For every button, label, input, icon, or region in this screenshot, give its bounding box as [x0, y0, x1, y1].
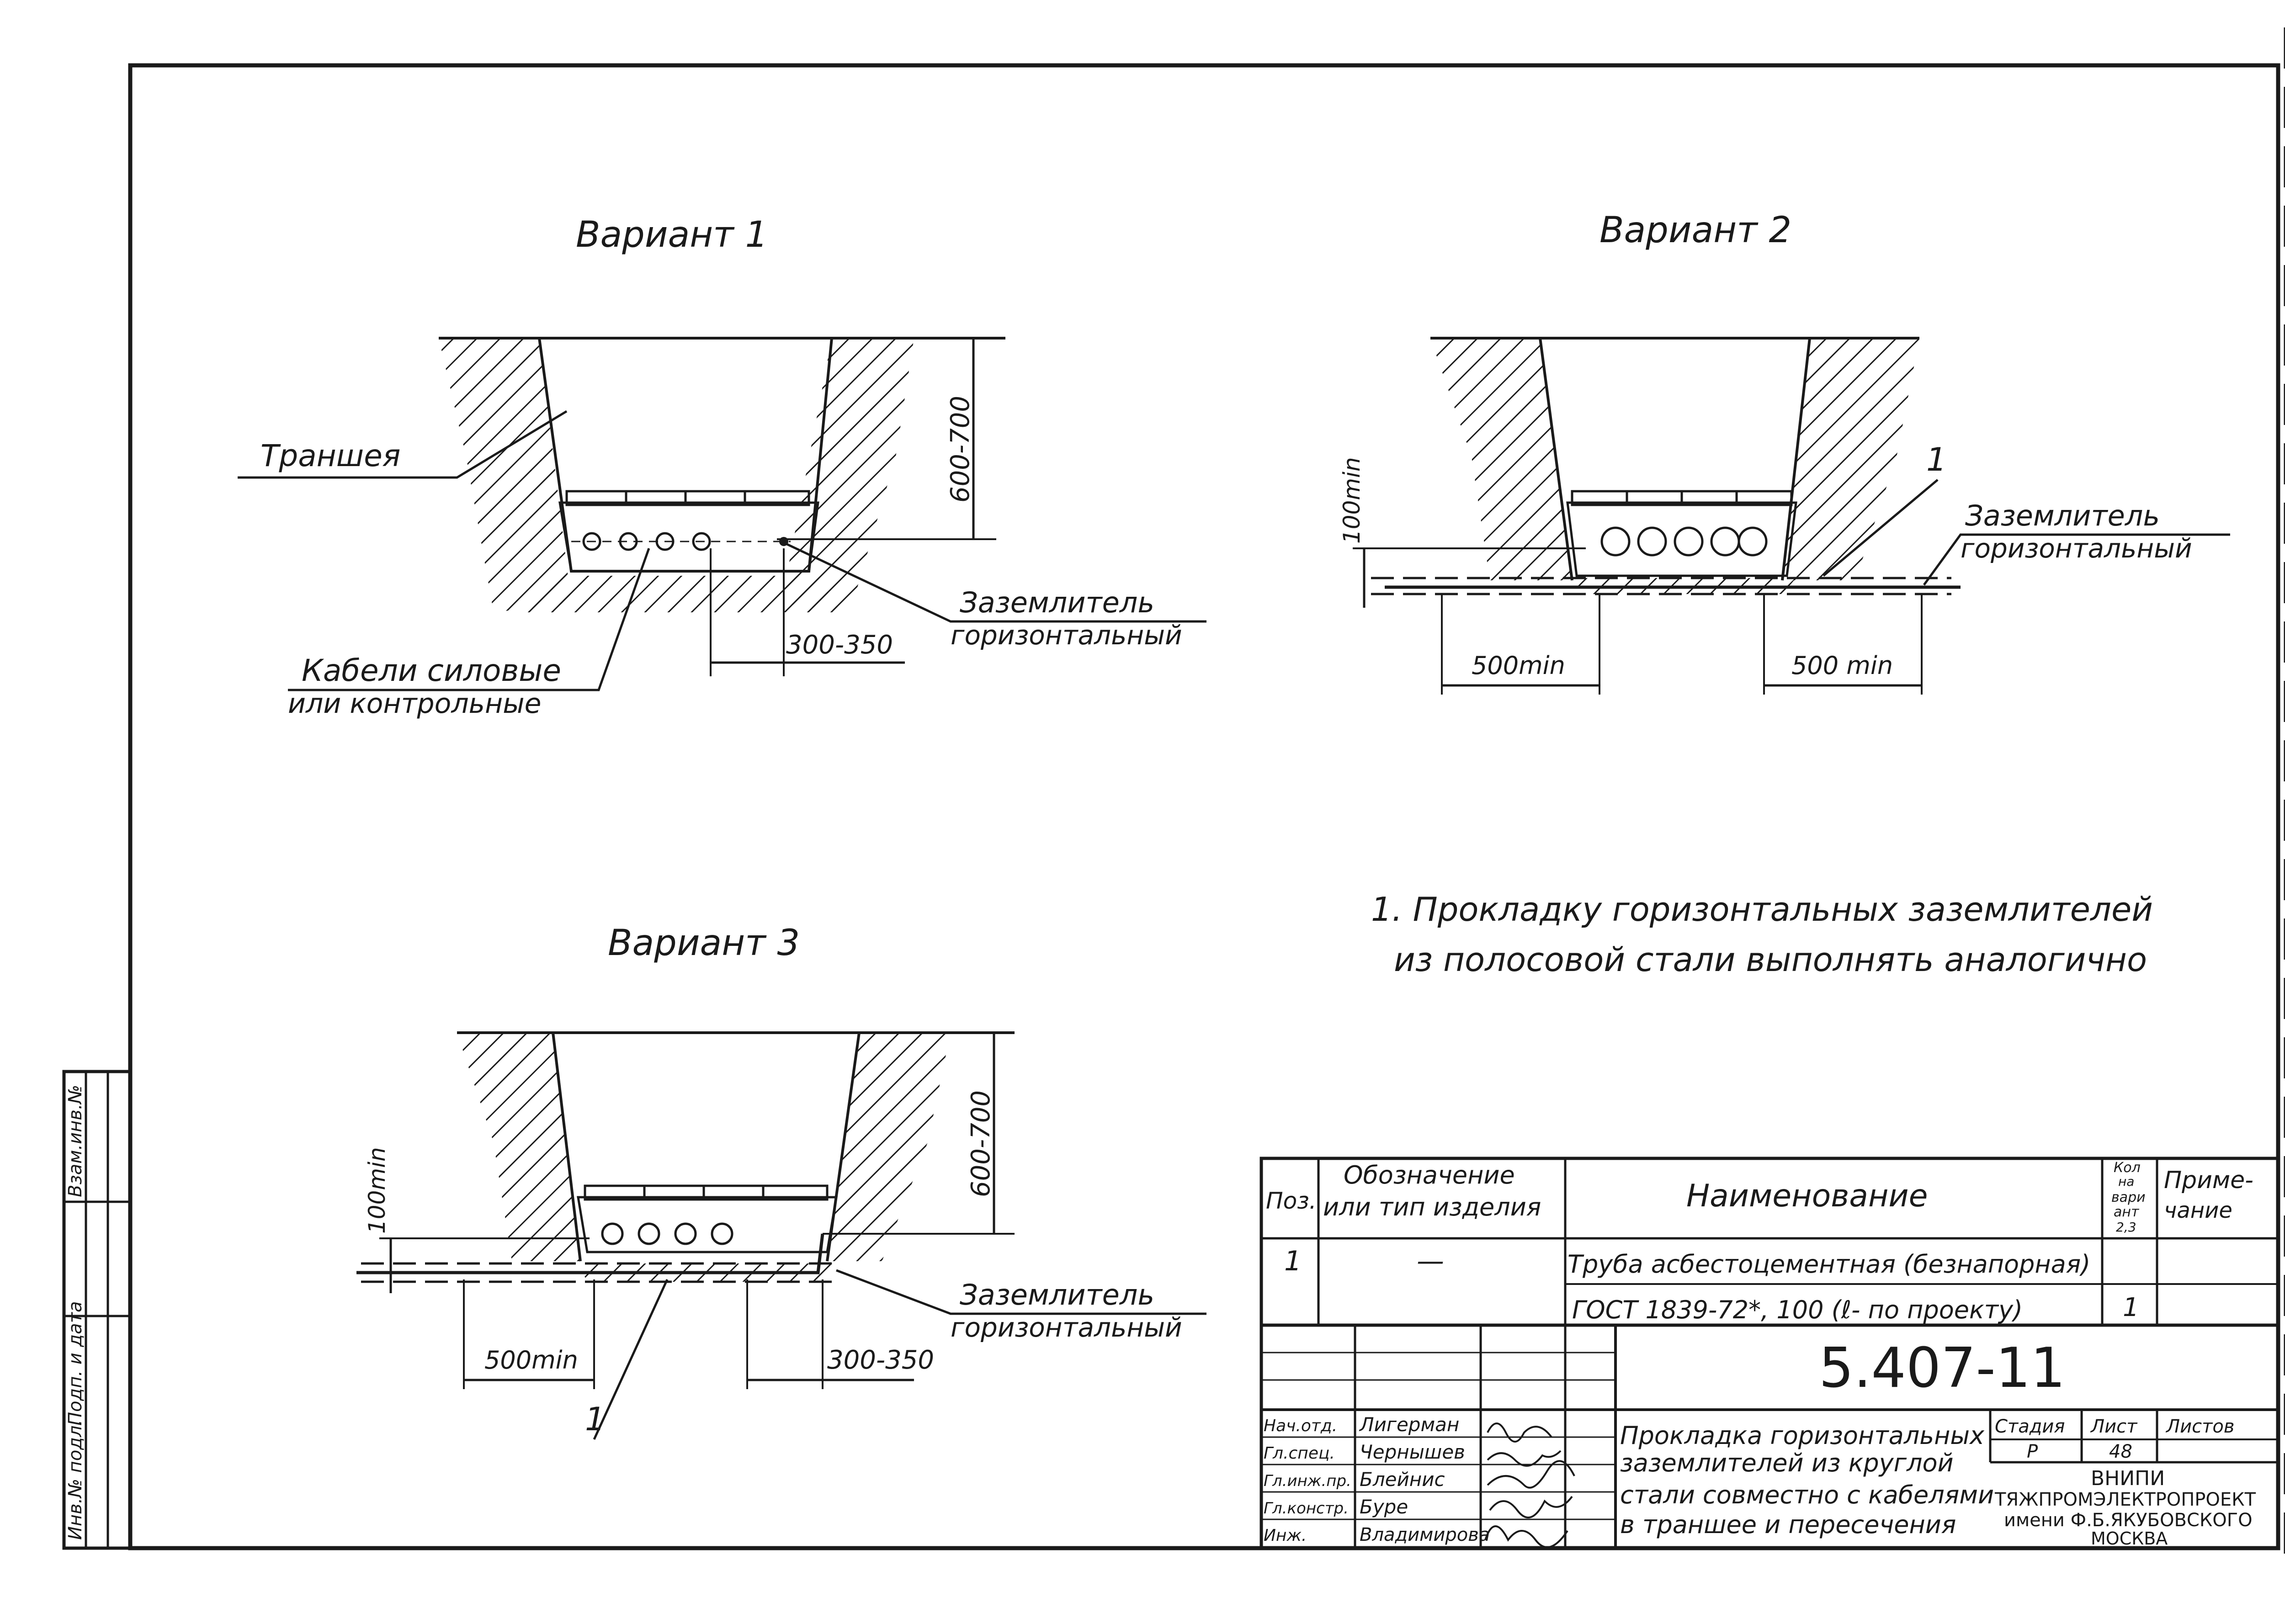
doc-title-4: в траншее и пересечения	[1620, 1510, 1956, 1539]
signature-name: Буре	[1360, 1496, 1408, 1518]
spec-header-designation-2: или тип изделия	[1323, 1193, 1541, 1221]
variant-3-diagram: Вариант 3 1 Заземлитель горизонтальный 6…	[356, 923, 1206, 1440]
org-line-1: ВНИПИ	[2091, 1467, 2165, 1490]
spec-row-2-name: ГОСТ 1839-72*, 100 (ℓ- по проекту)	[1572, 1295, 2023, 1324]
sheets-label: Листов	[2165, 1416, 2234, 1437]
doc-title-3: стали совместно с кабелями	[1620, 1481, 1994, 1509]
signature-row: Нач.отд. Лигерман	[1264, 1413, 1459, 1436]
variant-2-right-dim: 500 min	[1791, 651, 1893, 680]
spec-header-qty-5: 2,3	[2116, 1220, 2136, 1235]
variant-3-left-dim: 500min	[484, 1346, 578, 1375]
spec-table: Поз. Обозначение или тип изделия Наимено…	[1259, 1157, 2280, 1327]
spec-row-2-qty: 1	[2123, 1293, 2139, 1322]
note-line-1: 1. Прокладку горизонтальных заземлителей	[1371, 890, 2153, 929]
variant-1-offset-dim: 300-350	[786, 630, 893, 660]
org-line-2: ТЯЖПРОМЭЛЕКТРОПРОЕКТ	[1994, 1489, 2256, 1510]
spec-header-note-2: чание	[2164, 1198, 2232, 1223]
sheet-frame	[128, 63, 2280, 1550]
signature-role: Гл.спец.	[1264, 1444, 1335, 1463]
variant-1-cables-label-2: или контрольные	[288, 688, 542, 720]
signature-name: Лигерман	[1359, 1413, 1459, 1436]
spec-header-qty-4: ант	[2114, 1204, 2140, 1220]
spec-header-pos: Поз.	[1266, 1188, 1317, 1214]
side-stamp-inv: Инв.№ подл.	[65, 1420, 86, 1540]
doc-title-1: Прокладка горизонтальных	[1620, 1421, 1985, 1450]
variant-3-vertical-dim: 100min	[364, 1147, 390, 1234]
signature-row: Гл.констр. Буре	[1264, 1496, 1408, 1518]
spec-header-qty-1: Кол	[2114, 1160, 2141, 1176]
variant-2-diagram: Вариант 2 1 Заземлитель горизонтальный 1…	[1339, 210, 2230, 695]
general-note: 1. Прокладку горизонтальных заземлителей…	[1371, 890, 2153, 979]
variant-3-electrode-label-2: горизонтальный	[951, 1312, 1182, 1343]
variant-2-title: Вариант 2	[1600, 210, 1791, 251]
side-stamp-replace: Взам.инв.№	[65, 1085, 86, 1197]
spec-header-qty-3: вари	[2111, 1189, 2146, 1205]
signature-role: Нач.отд.	[1264, 1417, 1337, 1435]
spec-row-1-name: Труба асбестоцементная (безнапорная)	[1568, 1250, 2090, 1279]
variant-1-trench-label: Траншея	[260, 438, 401, 473]
spec-header-note-1: Приме-	[2164, 1167, 2253, 1194]
org-line-4: МОСКВА	[2091, 1528, 2168, 1549]
stage-label: Стадия	[1995, 1416, 2065, 1437]
variant-2-electrode-label-1: Заземлитель	[1965, 499, 2160, 532]
signature-role: Инж.	[1264, 1526, 1307, 1545]
table-row: ГОСТ 1839-72*, 100 (ℓ- по проекту) 1	[1572, 1293, 2139, 1324]
title-block: 5.407-11 Прокладка горизонтальных заземл…	[1259, 1323, 2280, 1550]
signature-row: Гл.инж.пр. Блейнис	[1264, 1468, 1445, 1491]
signature-row: Инж. Владимирова	[1264, 1524, 1490, 1545]
side-stamp: Инв.№ подл. Подп. и дата Взам.инв.№	[62, 1070, 132, 1550]
org-line-3: имени Ф.Б.ЯКУБОВСКОГО	[2004, 1510, 2253, 1531]
variant-3-offset-dim: 300-350	[827, 1345, 934, 1375]
signature-role: Гл.инж.пр.	[1264, 1472, 1351, 1490]
variant-3-pos-label: 1	[585, 1401, 606, 1438]
signature-role: Гл.констр.	[1264, 1499, 1349, 1518]
sheet-value: 48	[2109, 1441, 2132, 1462]
signature-row: Гл.спец. Чернышев	[1264, 1441, 1465, 1463]
variant-3-electrode-label-1: Заземлитель	[960, 1278, 1154, 1311]
doc-code: 5.407-11	[1819, 1337, 2066, 1400]
signature-name: Блейнис	[1360, 1468, 1445, 1491]
variant-1-diagram: Вариант 1 Траншея Кабели силовые или кон…	[238, 214, 1206, 720]
signature-name: Чернышев	[1360, 1441, 1465, 1463]
variant-1-title: Вариант 1	[576, 214, 768, 255]
variant-2-vertical-dim: 100min	[1339, 457, 1365, 544]
table-row: 1 — Труба асбестоцементная (безнапорная)	[1284, 1245, 2090, 1279]
stage-value: Р	[2027, 1441, 2038, 1462]
spec-row-1-designation: —	[1417, 1245, 1444, 1277]
variant-1-cables-label-1: Кабели силовые	[302, 653, 561, 688]
variant-2-left-dim: 500min	[1472, 651, 1565, 680]
variant-3-depth-dim: 600-700	[966, 1090, 996, 1197]
spec-row-1-pos: 1	[1284, 1245, 1302, 1277]
variant-3-title: Вариант 3	[608, 923, 800, 964]
variant-2-pos-label: 1	[1926, 441, 1947, 478]
sheet-label: Лист	[2090, 1416, 2138, 1437]
variant-1-depth-dim: 600-700	[946, 396, 975, 503]
signature-name: Владимирова	[1360, 1524, 1490, 1545]
note-line-2: из полосовой стали выполнять аналогично	[1394, 940, 2147, 979]
spec-header-qty-2: на	[2118, 1174, 2134, 1189]
variant-2-electrode-label-2: горизонтальный	[1961, 533, 2192, 564]
doc-title-2: заземлителей из круглой	[1620, 1449, 1954, 1477]
spec-header-name: Наименование	[1686, 1178, 1928, 1214]
spec-header-designation-1: Обозначение	[1344, 1161, 1515, 1189]
variant-1-electrode-label-2: горизонтальный	[951, 620, 1182, 651]
variant-1-electrode-label-1: Заземлитель	[960, 586, 1154, 619]
side-stamp-sign: Подп. и дата	[65, 1301, 86, 1426]
